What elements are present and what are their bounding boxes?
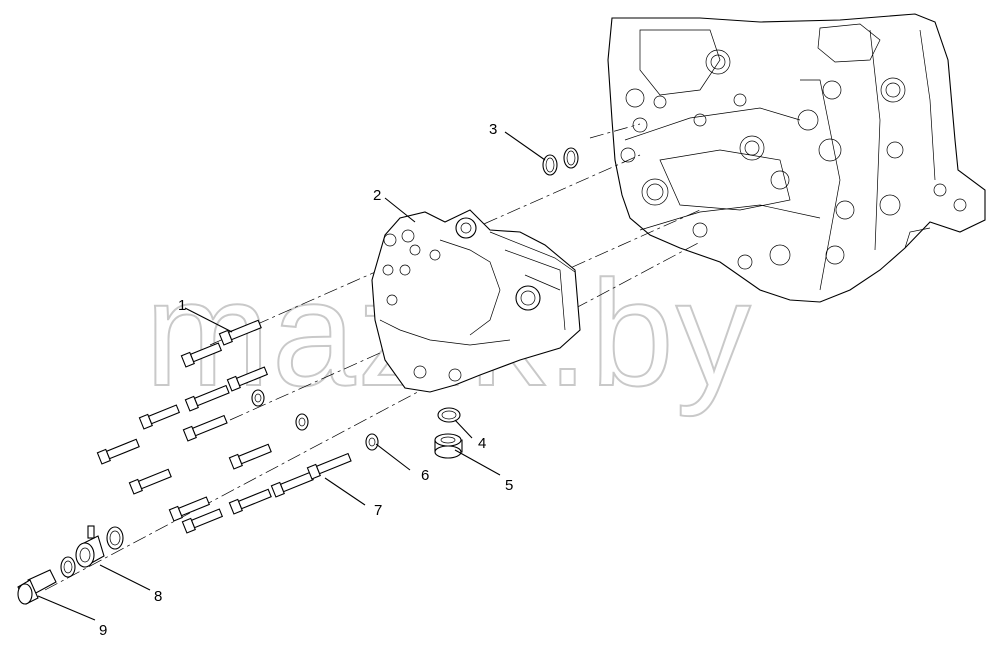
callout-7: 7 xyxy=(374,502,382,519)
washers xyxy=(251,389,379,451)
banjo-bolt xyxy=(17,569,57,605)
callout-8: 8 xyxy=(154,588,162,605)
drain-plug xyxy=(434,433,463,459)
sealing-ring xyxy=(437,407,461,423)
callout-3: 3 xyxy=(489,121,497,138)
callout-2: 2 xyxy=(373,187,381,204)
banjo-fitting xyxy=(60,525,124,578)
bolt-set xyxy=(96,319,352,534)
engine-block xyxy=(607,13,986,303)
leader-lines xyxy=(37,131,546,621)
oil-cooler-housing xyxy=(371,209,581,393)
o-ring-pair xyxy=(542,147,579,176)
callout-9: 9 xyxy=(99,622,107,639)
callout-4: 4 xyxy=(478,435,486,452)
callout-1: 1 xyxy=(178,297,186,314)
callout-6: 6 xyxy=(421,467,429,484)
callout-5: 5 xyxy=(505,477,513,494)
